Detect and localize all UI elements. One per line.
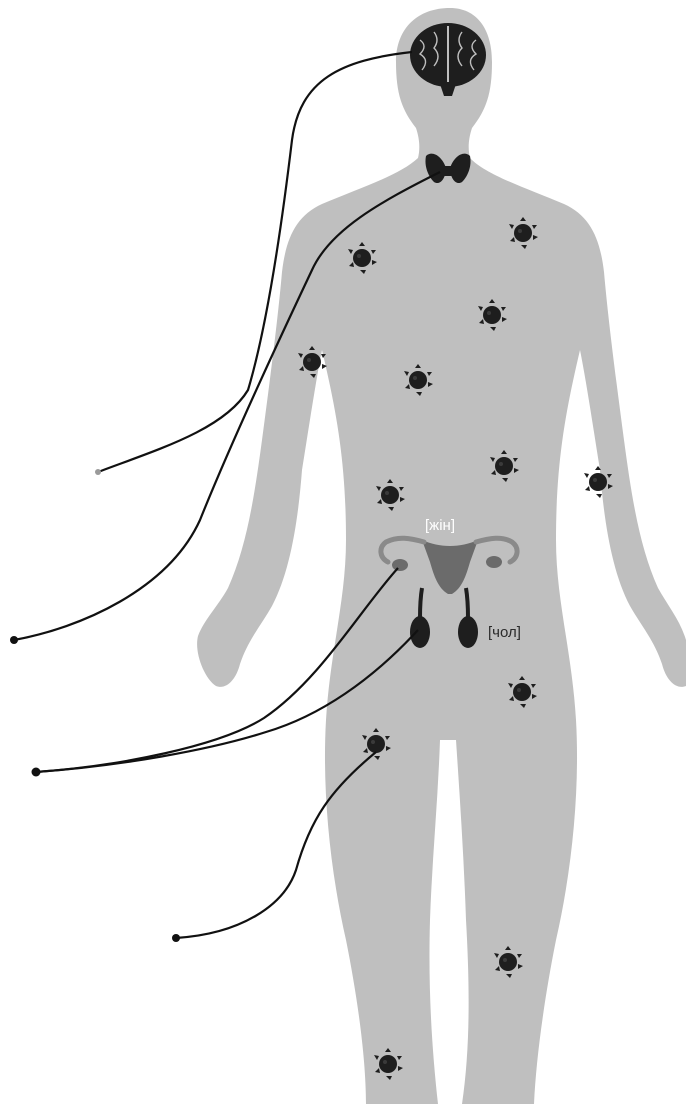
thyroid-line-end-dot <box>10 636 18 644</box>
female-label: [жін] <box>425 517 455 534</box>
male-label: [чол] <box>488 624 521 641</box>
gonad-line-end-dot <box>32 768 41 777</box>
cell-line-end-dot <box>172 934 180 942</box>
brain-line-end-dot <box>95 469 101 475</box>
